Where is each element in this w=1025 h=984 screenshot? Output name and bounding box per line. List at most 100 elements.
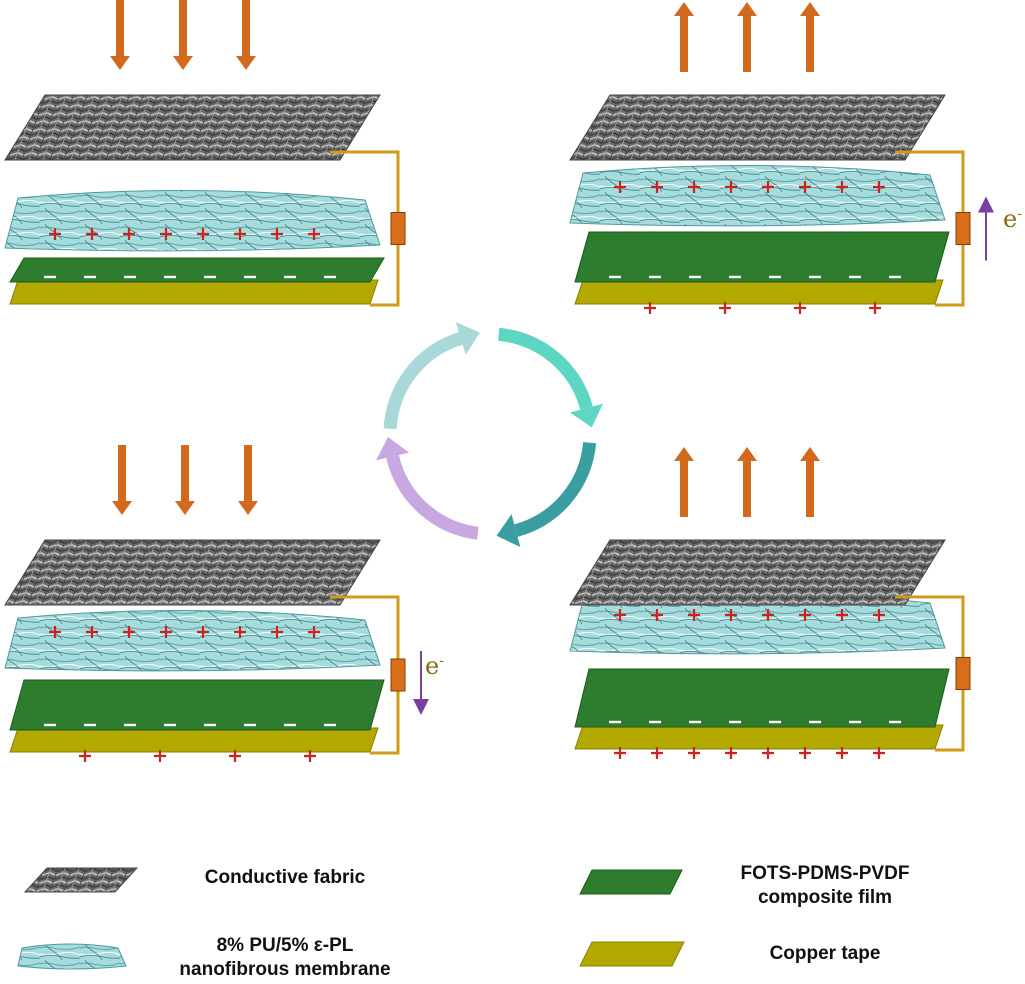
positive-charge [688, 181, 700, 193]
positive-charge [234, 626, 246, 638]
positive-charge [160, 626, 172, 638]
positive-charge [197, 626, 209, 638]
positive-charge [873, 609, 885, 621]
copper-tape-layer [9, 727, 379, 753]
load-resistor [390, 658, 406, 692]
positive-charge [308, 626, 320, 638]
force-arrow-up [674, 2, 694, 72]
legend-swatch-membrane [17, 943, 127, 970]
cycle-arrow-4 [386, 454, 479, 540]
legend-label-membrane: 8% PU/5% ε-PL nanofibrous membrane [179, 935, 391, 980]
cycle-arrow-2 [498, 327, 593, 410]
electron-label-left: e- [425, 652, 444, 680]
positive-charge [86, 626, 98, 638]
force-arrow-down [236, 0, 256, 70]
composite-film-layer [574, 668, 950, 728]
positive-charge [614, 609, 626, 621]
conductive-fabric-layer [569, 94, 946, 161]
positive-charge [799, 181, 811, 193]
positive-charge [644, 302, 656, 314]
panel-2 [569, 2, 994, 314]
force-arrow-down [175, 445, 195, 515]
nanofibrous-membrane-layer [569, 164, 946, 227]
positive-charge [688, 609, 700, 621]
force-arrow-up [800, 447, 820, 517]
copper-tape-layer [574, 279, 944, 305]
positive-charge [794, 302, 806, 314]
positive-charge [836, 181, 848, 193]
positive-charge [836, 609, 848, 621]
cycle-arrows [375, 322, 604, 548]
panel-4 [569, 447, 971, 759]
positive-charge [49, 228, 61, 240]
legend-swatch-copper [579, 941, 685, 967]
nanofibrous-membrane-layer [4, 609, 381, 672]
positive-charge [725, 609, 737, 621]
conductive-fabric-layer [4, 94, 381, 161]
positive-charge [688, 747, 700, 759]
positive-charge [873, 181, 885, 193]
positive-charge [762, 747, 774, 759]
positive-charge [725, 747, 737, 759]
composite-film-layer [574, 231, 950, 283]
positive-charge [873, 747, 885, 759]
cycle-arrow-1 [383, 332, 463, 430]
positive-charge [651, 747, 663, 759]
legend-swatch-fabric [23, 867, 139, 893]
load-resistor [390, 212, 406, 245]
positive-charge [869, 302, 881, 314]
cycle-arrow-3 [514, 442, 597, 537]
force-arrow-down [238, 445, 258, 515]
positive-charge [86, 228, 98, 240]
positive-charge [762, 181, 774, 193]
positive-charge [308, 228, 320, 240]
positive-charge [123, 626, 135, 638]
positive-charge [154, 750, 166, 762]
panel-1 [4, 0, 406, 307]
nanofibrous-membrane-layer [4, 189, 381, 252]
positive-charge [271, 626, 283, 638]
legend-label-conductive-fabric: Conductive fabric [204, 867, 366, 888]
legend-label-composite-film: FOTS-PDMS-PVDF composite film [740, 863, 910, 908]
copper-tape-layer [574, 724, 944, 750]
composite-film-layer [9, 679, 385, 731]
positive-charge [799, 609, 811, 621]
cycle-arrow-1-head [455, 322, 480, 355]
positive-charge [762, 609, 774, 621]
load-resistor [955, 212, 971, 245]
conductive-fabric-layer [569, 539, 946, 606]
legend-label-copper-tape: Copper tape [769, 943, 881, 964]
electron-label-right: e- [1003, 205, 1022, 233]
positive-charge [160, 228, 172, 240]
force-arrow-up [800, 2, 820, 72]
force-arrow-up [737, 447, 757, 517]
cycle-arrow-4-head [375, 437, 410, 461]
panel-3 [4, 445, 429, 762]
positive-charge [651, 181, 663, 193]
cycle-arrow-2-head [570, 403, 604, 428]
copper-tape-layer [9, 279, 379, 305]
positive-charge [651, 609, 663, 621]
positive-charge [271, 228, 283, 240]
positive-charge [725, 181, 737, 193]
positive-charge [229, 750, 241, 762]
load-resistor [955, 657, 971, 690]
positive-charge [304, 750, 316, 762]
positive-charge [234, 228, 246, 240]
force-arrow-down [112, 445, 132, 515]
cycle-arrow-3-head [496, 514, 521, 548]
positive-charge [614, 747, 626, 759]
force-arrow-down [110, 0, 130, 70]
conductive-fabric-layer [4, 539, 381, 606]
positive-charge [719, 302, 731, 314]
legend-swatch-film [579, 869, 683, 895]
force-arrow-up [674, 447, 694, 517]
force-arrow-down [173, 0, 193, 70]
positive-charge [836, 747, 848, 759]
force-arrow-up [737, 2, 757, 72]
positive-charge [197, 228, 209, 240]
positive-charge [49, 626, 61, 638]
positive-charge [614, 181, 626, 193]
positive-charge [79, 750, 91, 762]
